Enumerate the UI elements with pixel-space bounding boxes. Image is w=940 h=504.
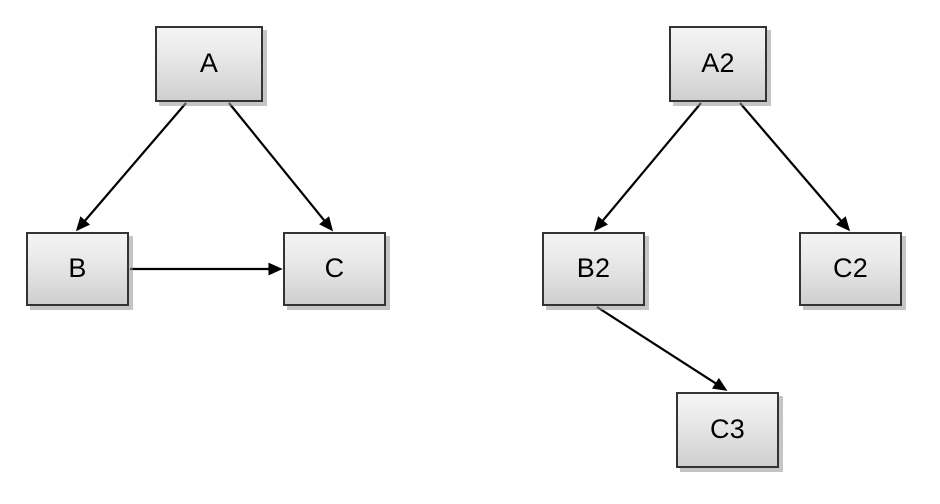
node-b2[interactable]: B2 (542, 232, 645, 306)
arrowhead-icon (835, 216, 851, 232)
node-b[interactable]: B (26, 232, 129, 306)
edge-line (739, 102, 849, 230)
edge-b-c (130, 262, 283, 276)
arrowhead-icon (75, 216, 91, 232)
arrowhead-icon (268, 262, 283, 276)
node-label: C2 (832, 252, 869, 283)
node-label: C3 (709, 413, 746, 444)
node-c[interactable]: C (283, 232, 386, 306)
edge-line (77, 102, 187, 230)
arrowhead-icon (319, 216, 334, 232)
edge-b2-c3 (596, 306, 728, 391)
edge-a2-b2 (593, 102, 702, 232)
node-a2[interactable]: A2 (669, 26, 767, 102)
edge-a-b (75, 102, 187, 232)
edge-line (228, 102, 332, 230)
edge-line (596, 306, 725, 390)
node-label: A2 (701, 47, 735, 78)
node-label: C (324, 252, 345, 283)
node-c3[interactable]: C3 (676, 392, 779, 468)
edge-a2-c2 (739, 102, 851, 232)
edge-a-c (228, 102, 334, 232)
arrowhead-icon (593, 216, 608, 232)
node-label: A (199, 47, 219, 78)
node-label: B2 (576, 252, 611, 283)
node-label: B (68, 252, 87, 283)
edge-line (595, 102, 702, 230)
node-a[interactable]: A (155, 26, 263, 102)
arrowhead-icon (711, 377, 728, 391)
node-c2[interactable]: C2 (799, 232, 902, 306)
